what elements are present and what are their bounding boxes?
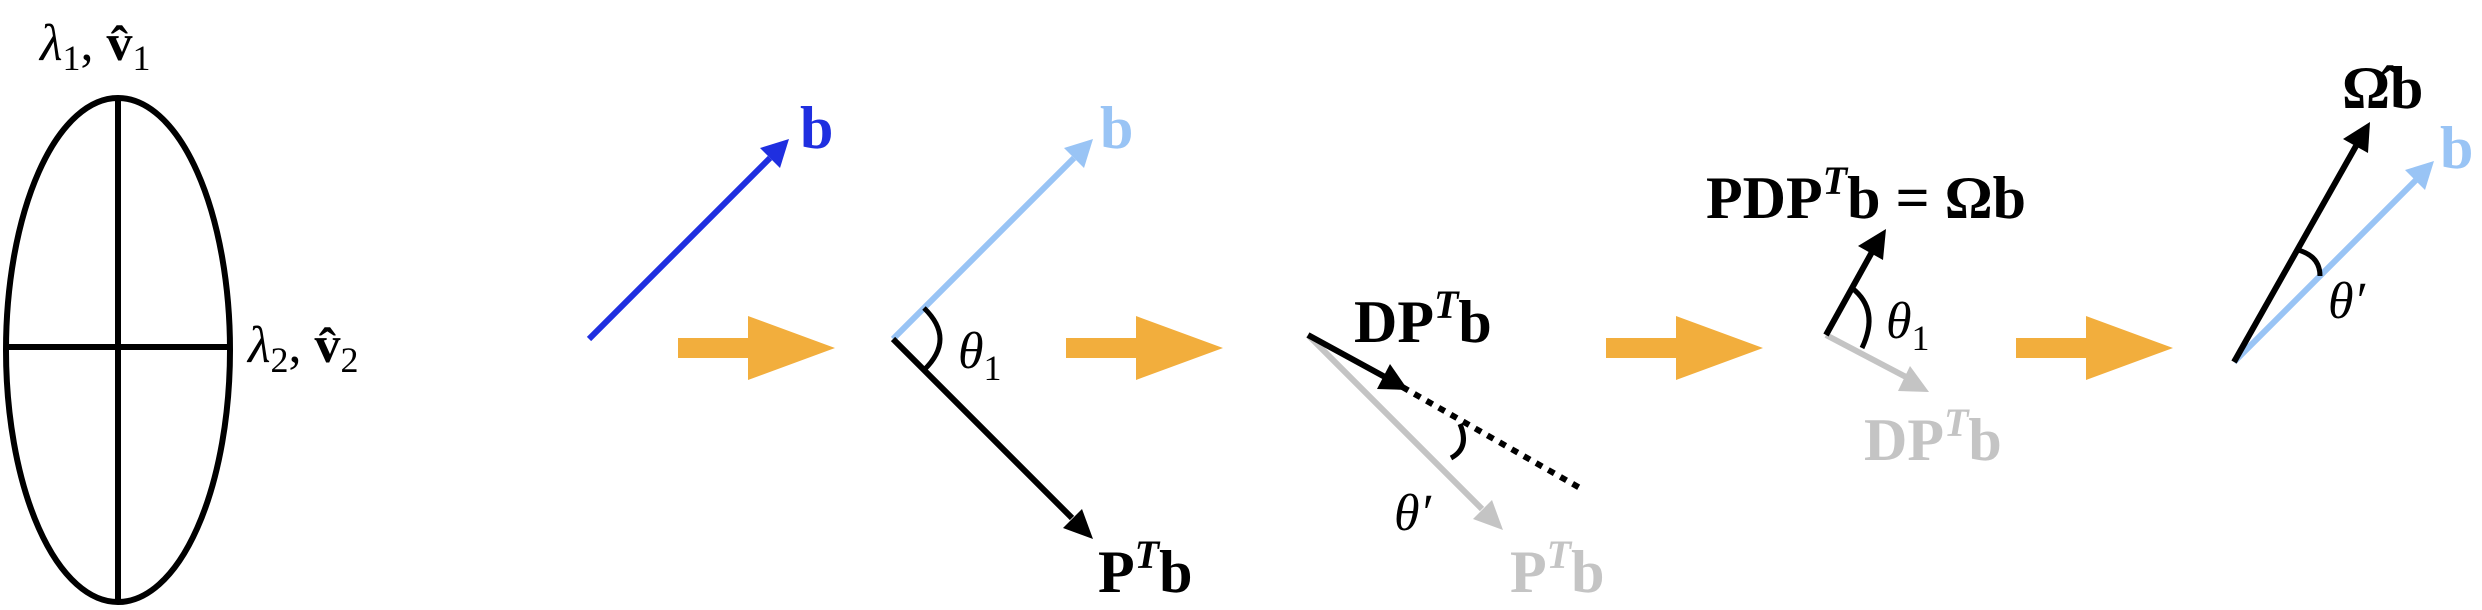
dotted-extension-line <box>1388 377 1582 491</box>
theta-prime-label-3: θ′ <box>1394 485 1433 542</box>
vector-b-head <box>760 139 789 168</box>
panel-3: DPTb θ′ PTb <box>1305 282 1604 605</box>
vector-b-light-label: b <box>1100 95 1133 161</box>
angle-arc-theta1 <box>922 306 943 372</box>
vector-ptb-head <box>1063 509 1093 539</box>
vector-dptb-shaft <box>1306 332 1387 380</box>
vector-dptb-gray-shaft <box>1824 332 1910 381</box>
theta-prime-label-5: θ′ <box>2328 273 2367 330</box>
vector-omega-b-small-head <box>1858 229 1886 260</box>
ptb-gray-label: PTb <box>1510 532 1604 605</box>
theta1-label-4: θ1 <box>1886 293 1930 358</box>
equation-label: PDPTb = Ωb <box>1706 158 2026 231</box>
omega-hat-b-label: Ω̂b <box>2342 55 2423 121</box>
ellipse-label-top: λ1, v̂1 <box>38 15 151 78</box>
panel-2: b θ1 PTb <box>890 95 1192 605</box>
angle-arc-theta-prime-5 <box>2297 247 2323 277</box>
vector-b-light-label-5: b <box>2440 115 2473 181</box>
v-hat-1: v̂ <box>107 15 133 72</box>
panel-5: Ω̂b b θ′ <box>2231 55 2473 365</box>
vector-ptb-gray-head <box>1473 500 1503 530</box>
vector-b-light-head <box>1064 139 1093 168</box>
ellipse-group: λ1, v̂1 λ2, v̂2 <box>3 15 359 605</box>
vector-dptb-gray-head <box>1898 366 1929 392</box>
flow-arrow-4 <box>2016 316 2173 380</box>
flow-arrow-3 <box>1606 316 1763 380</box>
vector-omega-hat-b-head <box>2343 122 2370 153</box>
vector-b-shaft <box>586 155 773 342</box>
vector-omega-hat-b-shaft <box>2231 144 2359 364</box>
dptb-gray-label: DPTb <box>1864 400 2002 473</box>
lambda-1: λ <box>38 15 63 72</box>
ellipse-label-right: λ2, v̂2 <box>246 317 359 380</box>
vector-b-label: b <box>800 95 833 161</box>
dptb-label: DPTb <box>1354 282 1492 355</box>
vector-omega-b-small-shaft <box>1823 250 1875 337</box>
vector-ptb-shaft <box>890 336 1075 521</box>
theta1-label: θ1 <box>958 323 1002 388</box>
vector-dptb-head <box>1377 364 1408 390</box>
ptb-label: PTb <box>1098 532 1192 605</box>
angle-arc-theta-prime-3 <box>1449 423 1466 461</box>
panel-4: PDPTb = Ωb θ1 DPTb <box>1706 158 2026 473</box>
v-hat-2: v̂ <box>315 317 341 374</box>
vector-b-light-head-5 <box>2405 161 2434 190</box>
panel-1: b <box>586 95 833 342</box>
angle-arc-theta1-4 <box>1850 286 1872 350</box>
lambda-2: λ <box>246 317 271 374</box>
vector-b-light-shaft <box>890 155 1077 342</box>
flow-arrow-2 <box>1066 316 1223 380</box>
vector-ptb-gray-shaft <box>1305 332 1485 512</box>
vector-b-light-shaft-5 <box>2231 177 2419 365</box>
flow-arrow-1 <box>678 316 835 380</box>
